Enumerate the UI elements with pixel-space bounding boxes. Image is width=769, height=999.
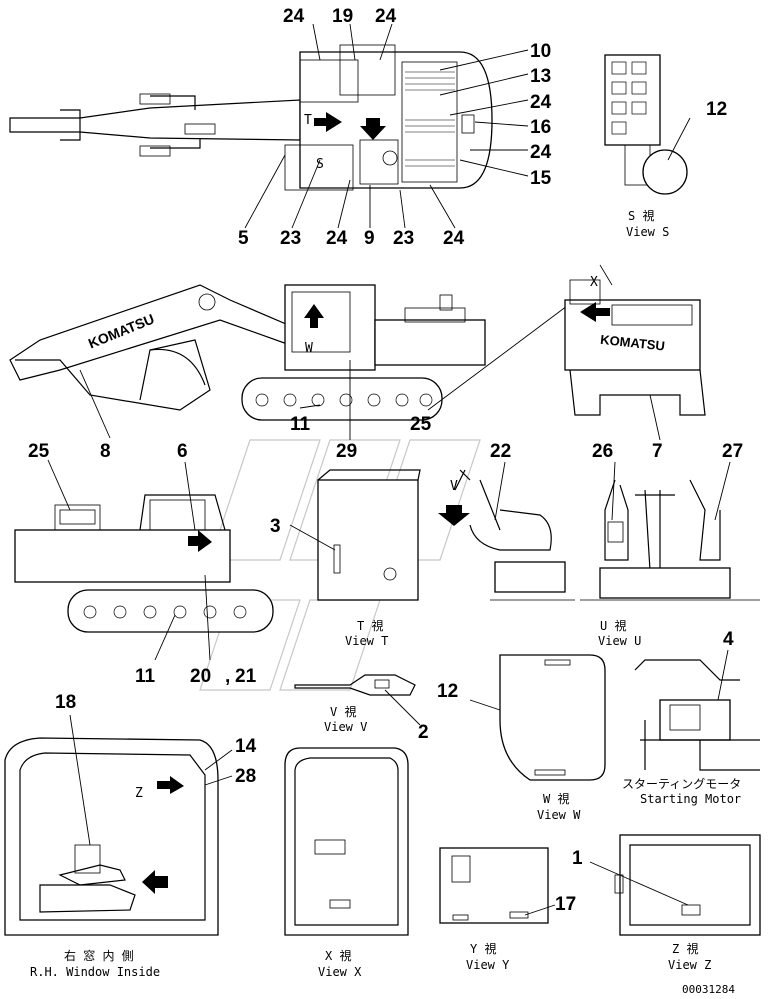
view-u-jp: U 視: [600, 618, 626, 633]
rh-window-jp: 右 窓 内 側: [64, 948, 134, 963]
callout-11: 11: [290, 414, 311, 435]
callout-23: 23: [393, 228, 414, 249]
callout-15: 15: [530, 168, 552, 189]
callout-24: 24: [283, 6, 305, 27]
callout-22: 22: [490, 441, 511, 462]
callout-20: 20: [190, 666, 211, 687]
callout-9: 9: [364, 228, 375, 249]
callout-29: 29: [336, 441, 357, 462]
callout-24: 24: [530, 142, 552, 163]
rear-brand: KOMATSU: [600, 332, 666, 354]
left-view-leaders: [47, 459, 211, 661]
callout-2: 2: [418, 722, 429, 743]
starting-motor-drawing: [634, 649, 760, 771]
view-letter-z: Z: [135, 786, 143, 801]
callout-10: 10: [530, 41, 551, 62]
excavator-left-view: [14, 494, 274, 633]
callout-11: 11: [135, 666, 156, 687]
view-letter-w: W: [305, 341, 313, 356]
callout-24: 24: [530, 92, 552, 113]
view-letter-s: S: [316, 157, 324, 172]
view-s-drawing: [604, 54, 691, 195]
callout-14: 14: [235, 736, 257, 757]
callout-21: 21: [235, 666, 257, 687]
view-v-en: View V: [324, 720, 367, 734]
callout-16: 16: [530, 117, 551, 138]
view-s-jp: S 視: [628, 208, 654, 223]
view-w-drawing: [469, 654, 606, 781]
side-view-leaders: [79, 299, 576, 440]
view-u-en: View U: [598, 634, 641, 648]
callout-4: 4: [723, 629, 734, 650]
top-view-leaders: [244, 23, 529, 229]
rh-window-drawing: [4, 714, 233, 936]
view-x-drawing: [284, 747, 409, 936]
view-y-jp: Y 視: [470, 941, 496, 956]
callout-17: 17: [555, 894, 576, 915]
callout-28: 28: [235, 766, 256, 787]
callout-6: 6: [177, 441, 188, 462]
view-v-drawing: [294, 674, 421, 726]
rh-window-en: R.H. Window Inside: [30, 965, 160, 979]
callout-7: 7: [652, 441, 663, 462]
view-t-jp: T 視: [357, 618, 383, 633]
callout-24: 24: [326, 228, 348, 249]
view-w-en: View W: [537, 808, 581, 822]
view-t-en: View T: [345, 634, 388, 648]
callout-25: 25: [28, 441, 50, 462]
callout-13: 13: [530, 66, 551, 87]
drawing-code: 00031284: [682, 983, 735, 996]
starting-motor-jp: スターティングモータ: [622, 777, 741, 791]
boom-brand: KOMATSU: [86, 311, 157, 352]
view-y-drawing: [439, 847, 556, 924]
view-x-en: View X: [318, 965, 362, 979]
view-v-jp: V 視: [330, 704, 356, 719]
view-y-en: View Y: [466, 958, 510, 972]
excavator-rear-view: KOMATSU: [564, 264, 706, 441]
view-u-drawing: [580, 461, 760, 601]
callout-26: 26: [592, 441, 613, 462]
view-z-jp: Z 視: [672, 941, 698, 956]
callout-18: 18: [55, 692, 76, 713]
callout-27: 27: [722, 441, 743, 462]
callout-25: 25: [410, 414, 432, 435]
callout-3: 3: [270, 516, 281, 537]
callout-12: 12: [706, 99, 727, 120]
view-letter-x: X: [590, 275, 598, 290]
view-letter-t: T: [304, 113, 312, 128]
view-x-jp: X 視: [325, 948, 351, 963]
view-letter-v: V: [450, 479, 458, 494]
view-z-en: View Z: [668, 958, 711, 972]
callout-separator: ,: [225, 666, 230, 687]
excavator-top-view: [9, 44, 493, 191]
view-z-drawing: [589, 834, 761, 936]
seat-drawing: [438, 461, 575, 601]
callout-8: 8: [100, 441, 111, 462]
view-t-drawing: [289, 469, 421, 601]
view-s-en: View S: [626, 225, 669, 239]
callout-24: 24: [443, 228, 465, 249]
excavator-side-view: KOMATSU: [9, 284, 486, 421]
callout-24: 24: [375, 6, 397, 27]
callout-5: 5: [238, 228, 249, 249]
callout-23: 23: [280, 228, 301, 249]
callout-12: 12: [437, 681, 458, 702]
callout-19: 19: [332, 6, 353, 27]
view-w-jp: W 視: [543, 791, 569, 806]
callout-1: 1: [572, 848, 583, 869]
starting-motor-en: Starting Motor: [640, 792, 741, 806]
